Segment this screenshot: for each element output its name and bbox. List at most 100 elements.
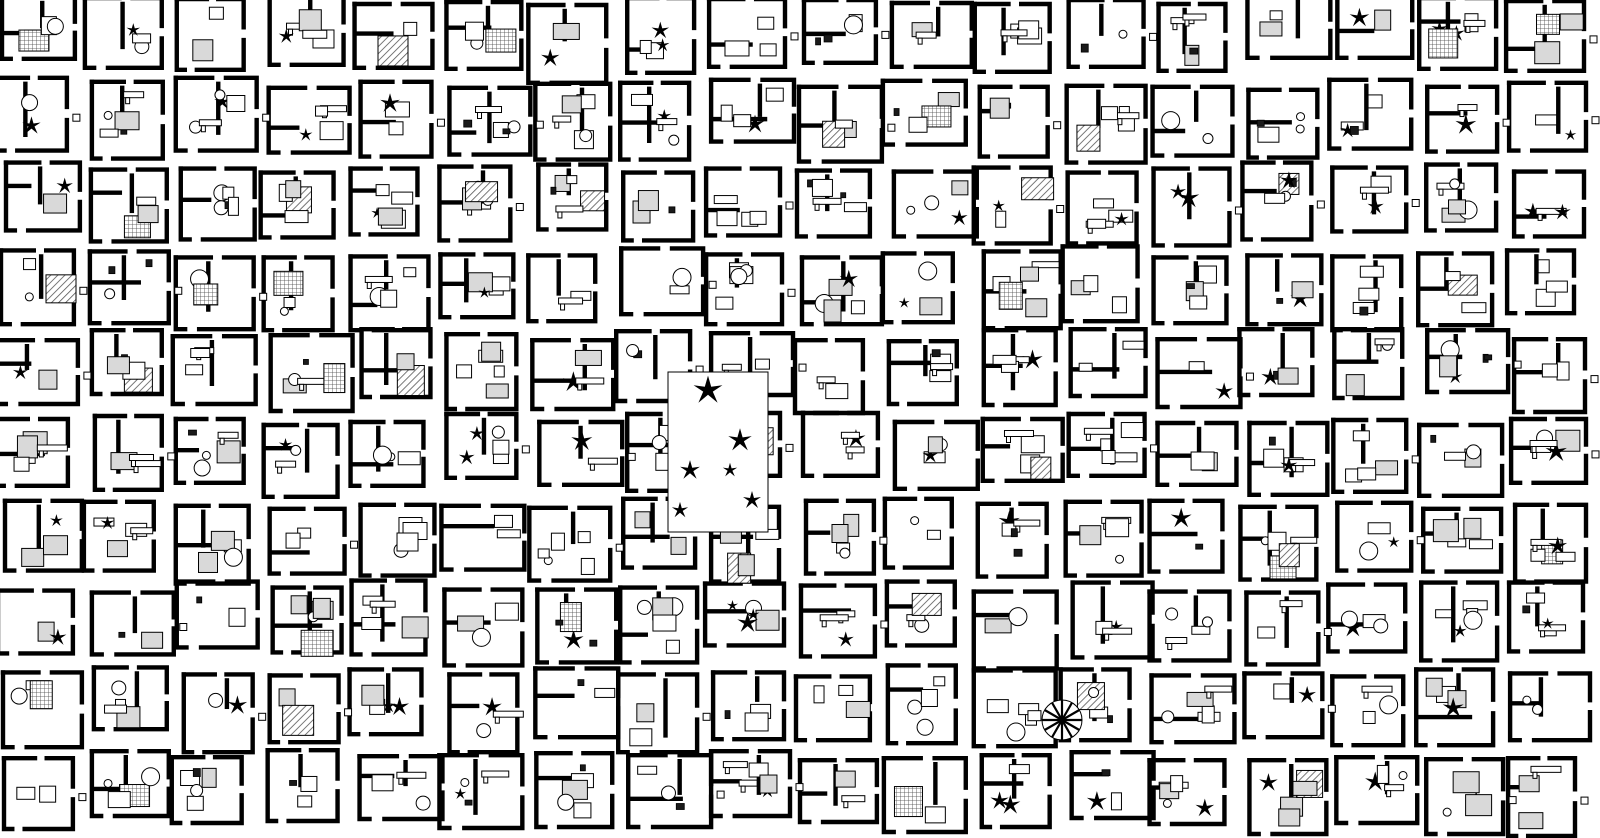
- wall-segment: [44, 338, 81, 368]
- wall-segment: [444, 332, 458, 412]
- furniture-bed: [1291, 281, 1314, 299]
- wall-segment: [616, 672, 630, 755]
- plant-icon: [541, 48, 560, 66]
- wall-segment: [815, 711, 873, 743]
- wall-segment: [444, 0, 458, 72]
- furniture-chair: [675, 803, 685, 810]
- wall-segment: [664, 170, 696, 202]
- wall-segment: [1554, 80, 1589, 113]
- wall-segment: [1244, 590, 1258, 667]
- sofa-arm: [1104, 633, 1110, 641]
- furniture-bed: [16, 435, 38, 459]
- wall-segment: [1504, 248, 1518, 316]
- furniture-table: [744, 712, 769, 732]
- wall-segment: [1357, 539, 1414, 573]
- furniture-round-table: [1532, 703, 1544, 715]
- sofa-arm: [843, 801, 849, 809]
- wall-segment: [846, 0, 879, 28]
- furniture-table: [652, 614, 677, 632]
- wall-segment: [1171, 629, 1232, 663]
- plant-icon: [990, 791, 1009, 809]
- wall-segment: [753, 0, 788, 29]
- column-marker: [1327, 704, 1336, 713]
- sofa-arm: [1386, 790, 1392, 798]
- tiled-floor-area: [998, 281, 1023, 310]
- furniture-chair: [1186, 283, 1195, 290]
- wall-segment: [1155, 337, 1170, 410]
- furniture-table: [494, 602, 519, 621]
- wall-segment: [581, 751, 615, 785]
- wall-segment: [393, 419, 426, 450]
- wall-segment: [261, 255, 275, 333]
- wall-segment: [136, 665, 169, 695]
- wall-segment: [1088, 128, 1148, 165]
- sofa-arm: [1085, 433, 1091, 441]
- wall-segment: [352, 1, 367, 71]
- furniture-round-table: [1449, 178, 1461, 190]
- sofa-arm: [299, 383, 305, 391]
- furniture-table: [1362, 710, 1376, 724]
- wall-segment: [1410, 0, 1415, 23]
- plant-icon: [1349, 7, 1370, 27]
- wall-segment: [558, 706, 621, 740]
- furniture-bed: [106, 356, 130, 375]
- column-marker: [167, 452, 176, 461]
- plant-symbol: [651, 21, 670, 39]
- wall-segment: [0, 0, 13, 61]
- furniture-table: [284, 210, 309, 224]
- wall-segment: [400, 1, 435, 32]
- furniture-bed: [361, 684, 385, 706]
- wall-segment: [1018, 501, 1049, 536]
- wall-segment: [917, 458, 980, 491]
- furniture-table: [669, 285, 690, 295]
- wall-segment: [554, 377, 616, 412]
- column-marker: [790, 32, 799, 41]
- wall-segment: [799, 255, 814, 327]
- furniture-table: [297, 795, 313, 808]
- furniture-table: [1530, 548, 1546, 562]
- wall-segment: [881, 756, 896, 835]
- wall-segment: [303, 170, 336, 201]
- furniture-sofa: [217, 431, 239, 439]
- wall-segment: [927, 663, 958, 699]
- plant-symbol: [1453, 624, 1467, 637]
- furniture-table: [1100, 106, 1118, 121]
- wall-segment: [726, 292, 785, 327]
- furniture-table: [396, 532, 419, 552]
- wall-segment: [1270, 462, 1330, 497]
- furniture-table: [493, 365, 505, 378]
- furniture-table: [39, 785, 57, 803]
- sofa-arm: [1363, 691, 1369, 699]
- furniture-table: [1027, 710, 1042, 722]
- wall-segment: [534, 751, 548, 830]
- sofa-arm: [917, 37, 923, 45]
- furniture-table: [754, 358, 770, 370]
- furniture-table: [733, 114, 752, 128]
- furniture-chair: [815, 37, 821, 46]
- furniture-round-table: [214, 89, 226, 101]
- wall-segment: [173, 75, 188, 153]
- furniture-chair: [1276, 298, 1284, 304]
- furniture-table: [629, 728, 653, 747]
- wall-segment: [1022, 668, 1058, 703]
- wall-segment: [224, 166, 257, 200]
- wall-segment: [1266, 126, 1320, 160]
- column-marker: [515, 203, 524, 211]
- furniture-table: [190, 347, 211, 358]
- wall-segment: [1088, 36, 1146, 70]
- wall-segment: [546, 291, 598, 324]
- sofa-arm: [130, 460, 136, 468]
- wall-segment: [1192, 498, 1225, 532]
- sofa-arm: [200, 125, 206, 133]
- wall-segment: [1525, 801, 1578, 838]
- furniture-table: [926, 529, 941, 540]
- wall-segment: [796, 84, 812, 164]
- tiled-floor-area: [300, 629, 334, 657]
- wall-segment: [358, 79, 372, 159]
- wall-segment: [487, 332, 519, 367]
- wall-segment: [1147, 758, 1161, 827]
- wall-segment: [1282, 327, 1315, 358]
- plant-symbol: [458, 449, 475, 465]
- wall-segment: [1060, 244, 1074, 324]
- furniture-bed: [21, 547, 45, 567]
